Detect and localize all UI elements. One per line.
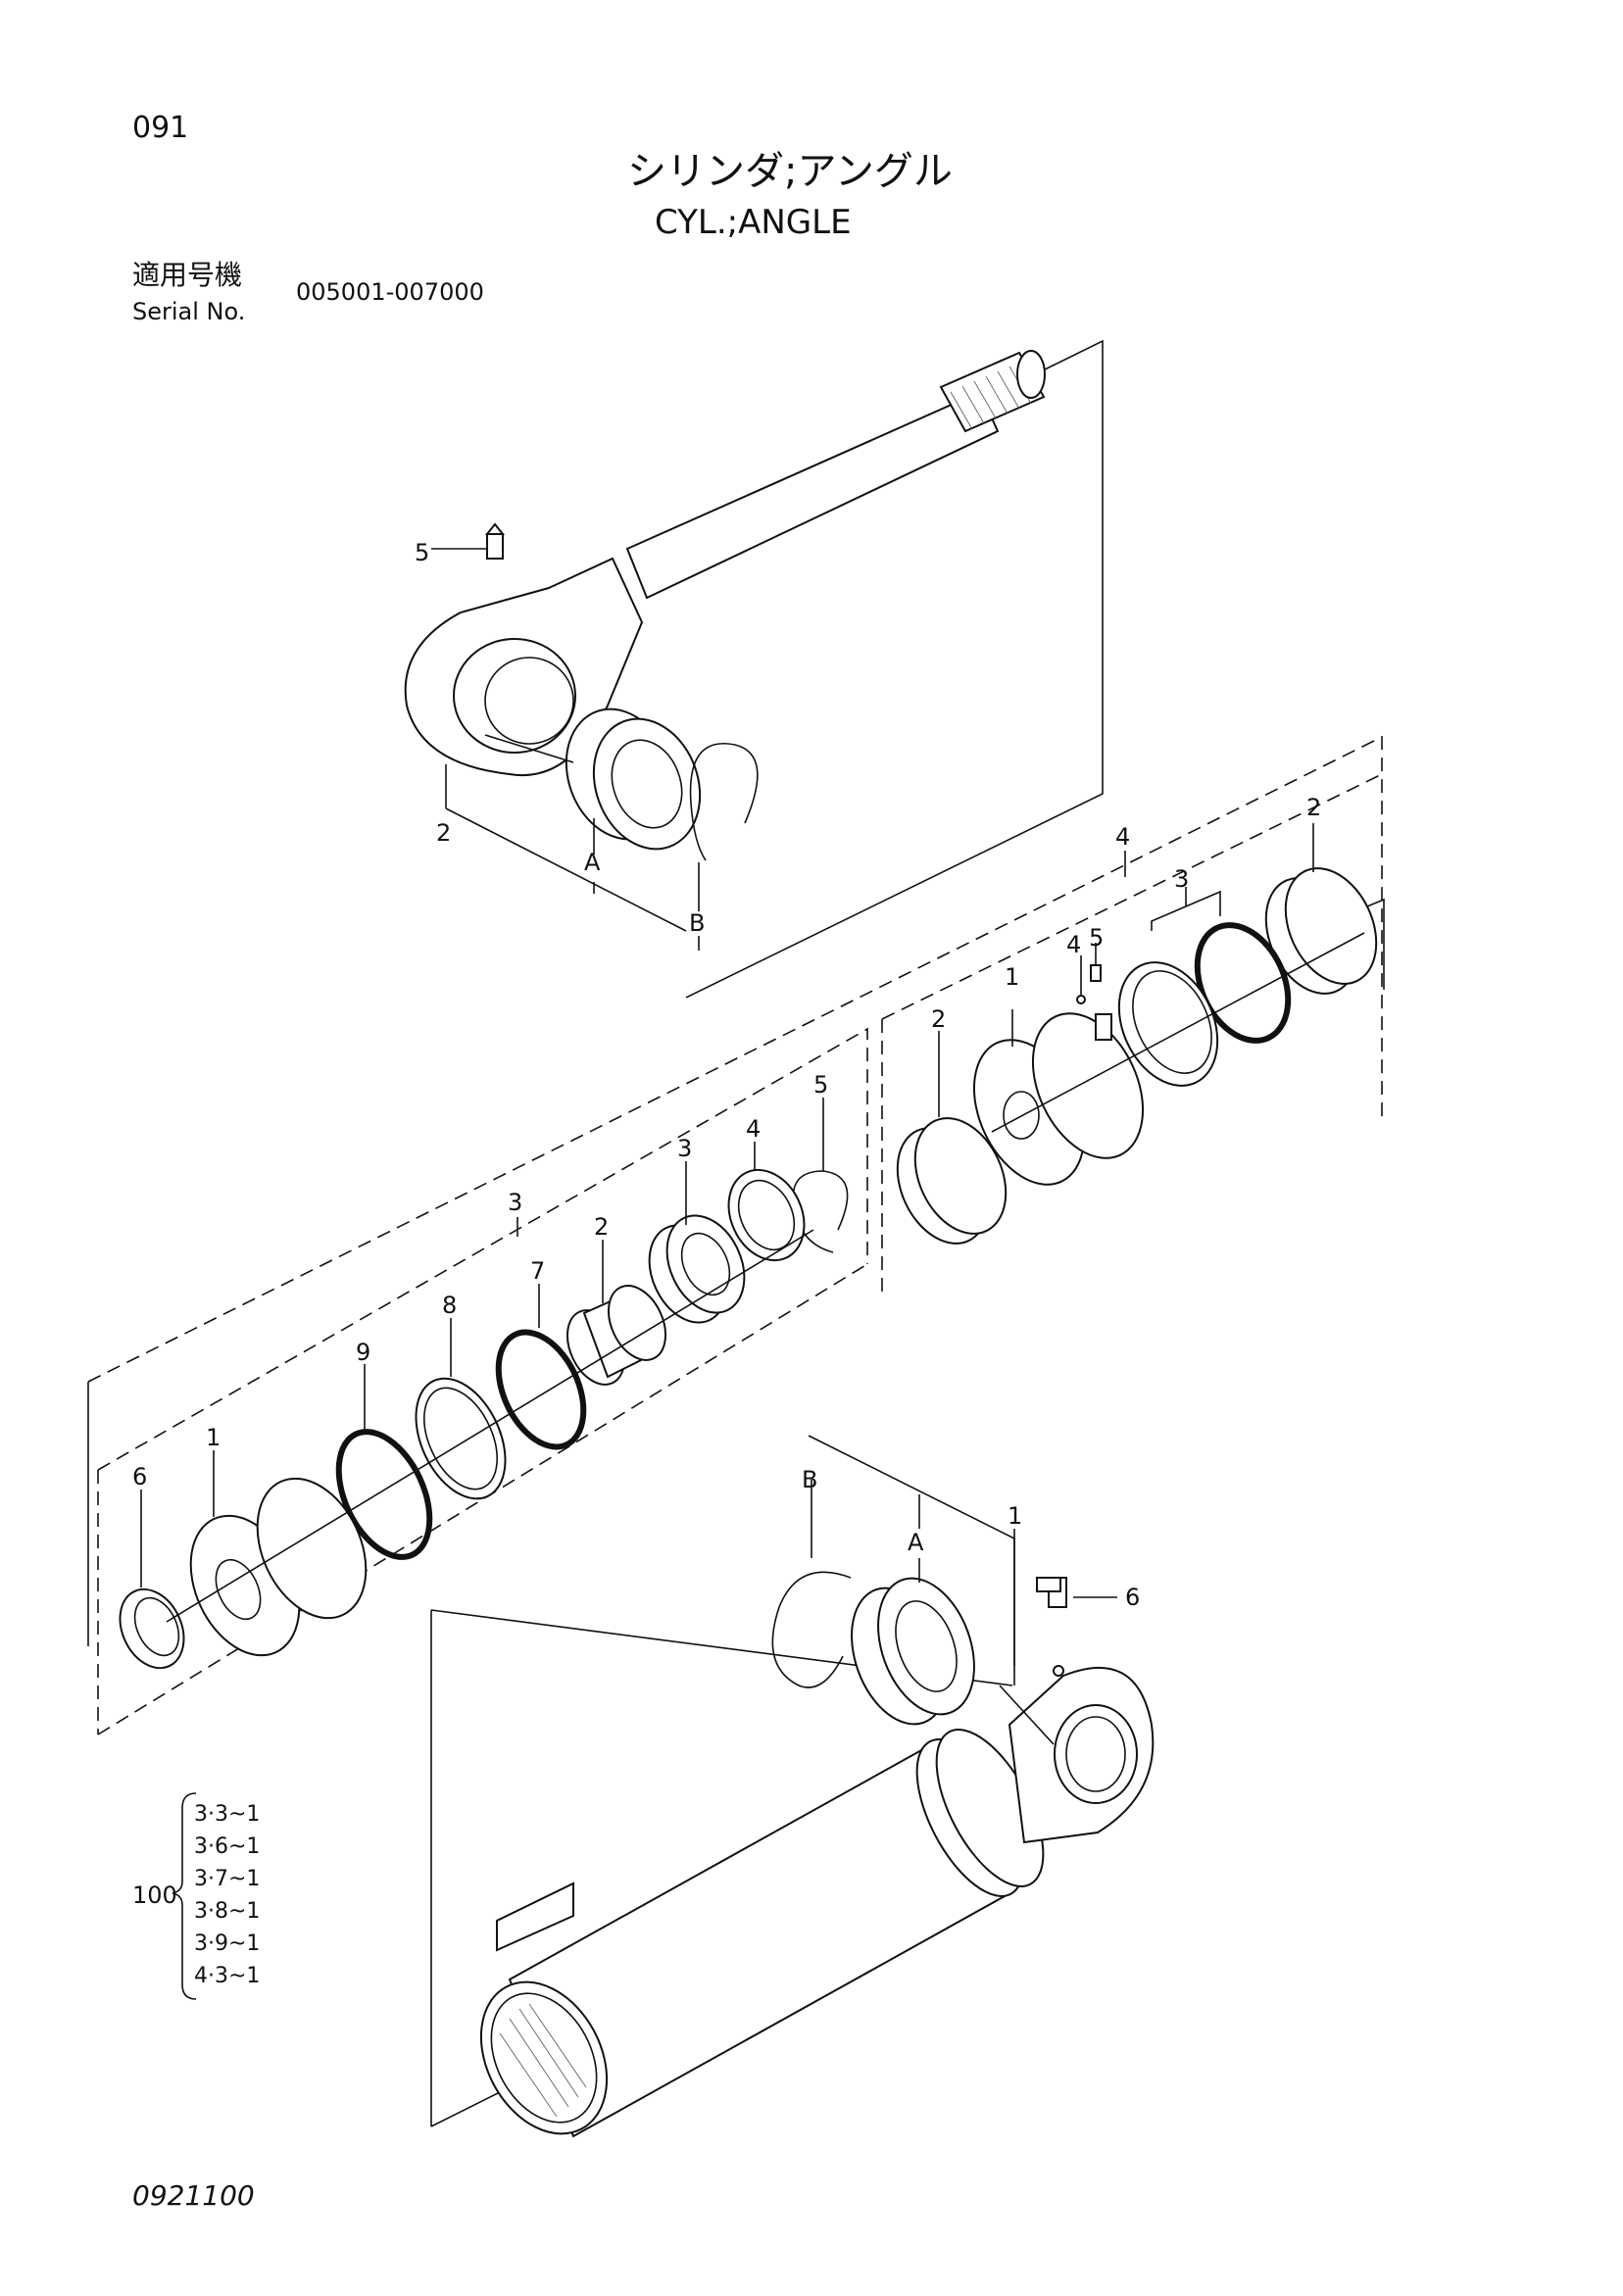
piston-drawing: [896, 823, 1378, 1245]
callout-head-oring-7: 7: [530, 1257, 545, 1285]
callout-cylinder-head: 1: [206, 1424, 221, 1451]
reference-item: 3·6~1: [194, 1834, 260, 1859]
reference-group: 100 3·3~1 3·6~1 3·7~1 3·8~1 3·9~1 4·3~1: [132, 1792, 260, 2000]
callout-tube-snap-ring: B: [802, 1466, 817, 1493]
callout-tube-grease-fitting: 6: [1125, 1584, 1140, 1611]
reference-item: 3·8~1: [194, 1899, 260, 1924]
cylinder-tube-drawing: [430, 1435, 1155, 2138]
cylinder-head-drawing: [119, 1098, 849, 1670]
callout-head-dust-seal: 6: [132, 1463, 147, 1490]
piston-rod-drawing: [404, 339, 1104, 999]
serial-label-japanese: 適用号機: [132, 259, 242, 291]
reference-item: 3·3~1: [194, 1802, 260, 1827]
callout-head-rod-seal: 3: [677, 1135, 692, 1162]
reference-group-label: 100: [132, 1881, 177, 1909]
callout-rod-bushing: A: [584, 849, 601, 876]
callout-cylinder-head-assembly: 3: [508, 1189, 522, 1216]
callout-rod-assembly: 4: [1115, 823, 1130, 851]
serial-label-english: Serial No.: [132, 298, 245, 325]
reference-item: 3·9~1: [194, 1931, 260, 1956]
callout-head-backup-8: 8: [442, 1292, 457, 1319]
callout-cylinder-tube: 1: [1008, 1502, 1022, 1530]
page-title-japanese: シリンダ;アングル: [627, 149, 953, 194]
reference-item: 4·3~1: [194, 1964, 260, 1988]
callout-rod-end: 2: [436, 819, 451, 847]
callout-piston: 1: [1005, 963, 1019, 991]
callout-rod-snap-ring: B: [689, 909, 705, 937]
callout-head-bushing: 2: [594, 1213, 609, 1241]
callout-piston-wear-ring-right: 2: [1306, 794, 1321, 821]
callout-piston-wear-ring-left: 2: [931, 1005, 946, 1033]
callout-piston-seal-set: 3: [1174, 865, 1189, 893]
reference-item: 3·7~1: [194, 1867, 260, 1891]
page-number: 091: [132, 111, 188, 145]
callout-head-oring-9: 9: [356, 1339, 370, 1366]
callout-head-backup-ring: 4: [746, 1115, 761, 1143]
callout-head-snap-ring: 5: [813, 1071, 828, 1099]
page-title-english: CYL.;ANGLE: [655, 203, 852, 242]
serial-range: 005001-007000: [296, 278, 484, 306]
callout-piston-ball: 5: [1089, 924, 1104, 952]
assembly-boundary-lines: [87, 735, 1385, 1735]
callout-piston-set-screw: 4: [1066, 931, 1081, 958]
callout-tube-bushing: A: [908, 1529, 924, 1556]
callout-rod-grease-fitting: 5: [415, 539, 429, 566]
drawing-code: 0921100: [132, 2179, 255, 2212]
